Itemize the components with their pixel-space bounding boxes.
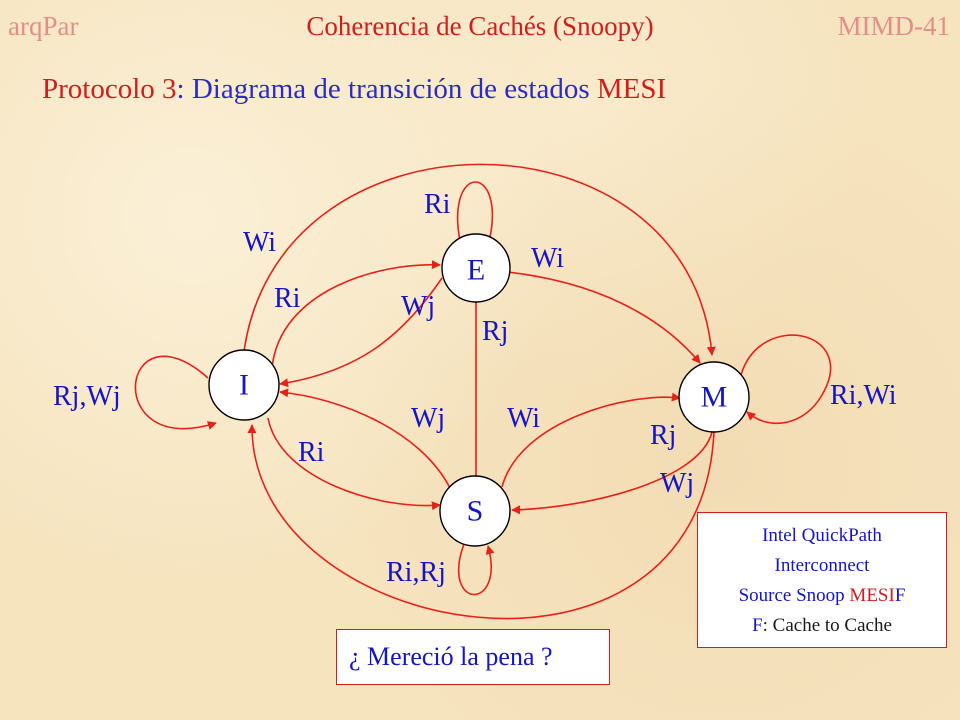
label-e-to-s: Rj bbox=[482, 316, 508, 347]
subtitle-prefix: Protocolo 3 bbox=[42, 73, 177, 105]
state-label-i: I bbox=[239, 369, 249, 402]
slide-subtitle: Protocolo 3: Diagrama de transición de e… bbox=[42, 72, 666, 106]
label-e-self: Ri bbox=[424, 189, 451, 220]
label-i-to-m: Wi bbox=[243, 227, 276, 258]
intel-line-3: Source Snoop MESIF bbox=[698, 581, 946, 611]
question-box: ¿ Mereció la pena ? bbox=[336, 629, 610, 685]
edge-m-self bbox=[740, 334, 832, 425]
header-left: arqPar bbox=[8, 11, 79, 41]
state-node-m: M bbox=[678, 361, 750, 433]
header-right: MIMD-41 bbox=[837, 11, 951, 41]
edge-s-to-m-write bbox=[501, 392, 681, 488]
intel-line-3-suffix: F bbox=[894, 585, 906, 606]
intel-line-4: F: Cache to Cache bbox=[698, 611, 946, 641]
edge-e-to-m-write bbox=[506, 271, 701, 364]
edge-i-to-e-read bbox=[271, 260, 441, 369]
intel-quickpath-note: Intel QuickPath Interconnect Source Snoo… bbox=[697, 512, 947, 648]
edge-e-self bbox=[456, 181, 495, 251]
label-m-self: Ri,Wi bbox=[830, 380, 897, 411]
edge-e-to-i-write bbox=[279, 277, 443, 388]
label-e-to-i: Wj bbox=[401, 291, 435, 322]
edge-m-to-i-write bbox=[247, 424, 715, 620]
state-node-i: I bbox=[208, 349, 280, 421]
state-label-m: M bbox=[701, 381, 728, 414]
subtitle-suffix: MESI bbox=[596, 73, 667, 105]
edge-s-to-i-write bbox=[279, 388, 451, 489]
edge-m-to-s-read bbox=[511, 431, 713, 515]
state-node-e: E bbox=[441, 233, 511, 303]
edge-i-to-m-write bbox=[242, 163, 716, 361]
label-i-to-e: Ri bbox=[274, 283, 301, 314]
state-node-s: S bbox=[439, 475, 511, 547]
header-title: Coherencia de Cachés (Snoopy) bbox=[306, 11, 654, 41]
edge-i-self bbox=[134, 355, 217, 430]
label-s-to-m: Wi bbox=[507, 403, 540, 434]
state-label-e: E bbox=[467, 254, 485, 287]
edge-i-to-s-read bbox=[267, 417, 441, 511]
intel-line-3-prefix: Source Snoop bbox=[738, 585, 850, 606]
intel-line-4-prefix: F bbox=[752, 615, 763, 636]
intel-line-1: Intel QuickPath bbox=[762, 525, 882, 546]
label-e-to-m: Wi bbox=[531, 243, 564, 274]
intel-line-2: Interconnect bbox=[774, 555, 870, 576]
subtitle-middle: : Diagrama de transición de estados bbox=[176, 73, 597, 105]
edge-s-self bbox=[457, 543, 495, 596]
label-m-to-s-write: Wj bbox=[660, 468, 694, 499]
label-m-to-s-read: Rj bbox=[650, 420, 676, 451]
state-label-s: S bbox=[467, 495, 484, 528]
label-s-to-i: Wj bbox=[411, 403, 445, 434]
label-s-self: Ri,Rj bbox=[386, 557, 446, 588]
intel-line-4-suffix: : Cache to Cache bbox=[762, 615, 892, 636]
label-i-self: Rj,Wj bbox=[53, 381, 121, 412]
label-i-to-s: Ri bbox=[298, 437, 325, 468]
intel-line-3-mesi: MESI bbox=[849, 585, 895, 606]
